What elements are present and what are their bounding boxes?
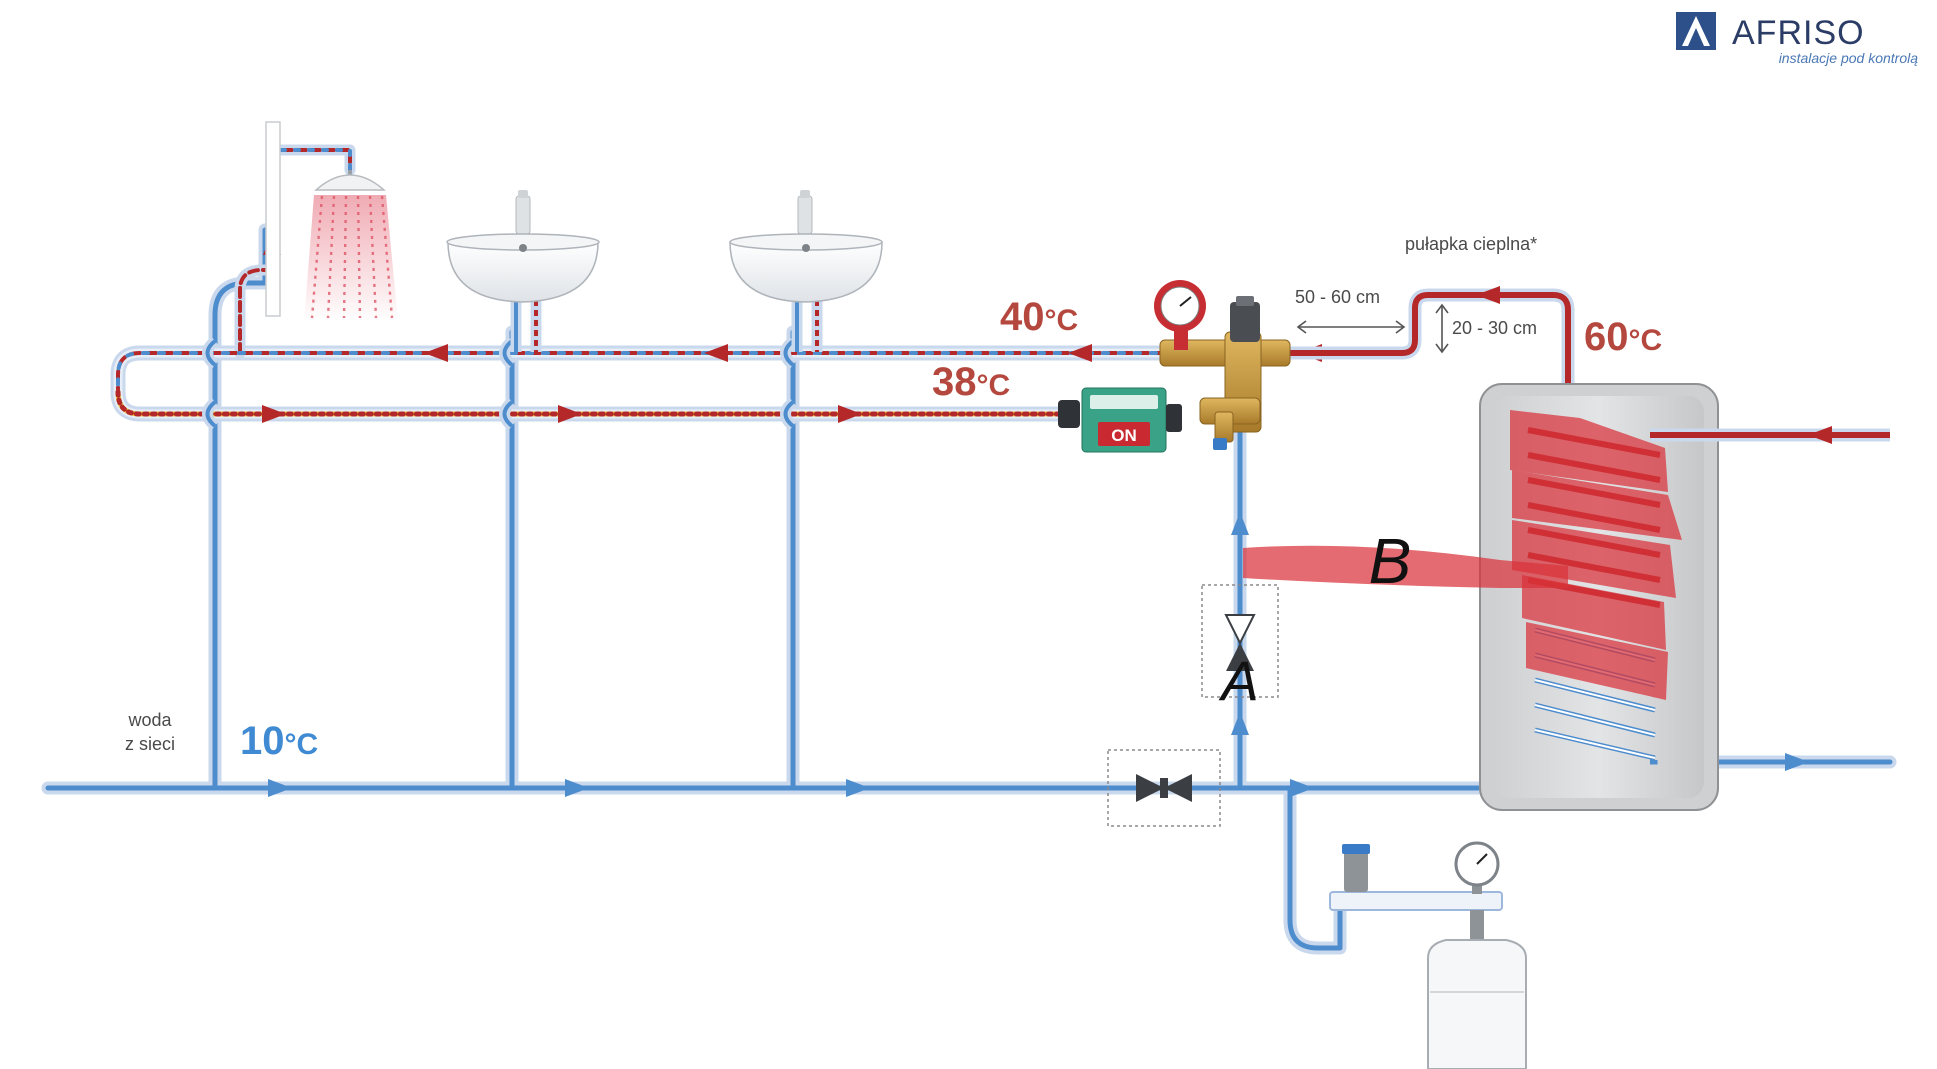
thermostatic-mixing-valve-icon — [1159, 296, 1291, 450]
mains-water-label-2: z sieci — [125, 734, 175, 754]
washbasin-icon — [446, 190, 600, 352]
pressure-gauge-icon — [1454, 841, 1500, 894]
flow-arrow — [846, 779, 870, 797]
flow-arrow — [565, 779, 589, 797]
temp-tank-outlet: 60°C — [1584, 315, 1662, 359]
safety-valve-icon — [1344, 848, 1368, 892]
flow-arrow — [558, 405, 582, 423]
hot-supply-pipe — [110, 144, 1236, 422]
shutoff-valve-icon — [1201, 584, 1279, 698]
flow-arrow — [1785, 753, 1809, 771]
brand-tagline: instalacje pod kontrolą — [1779, 50, 1919, 66]
flow-arrow — [1068, 344, 1092, 362]
flow-arrow — [1231, 712, 1249, 735]
highlight-marker-overlay — [1510, 410, 1682, 700]
annotation-b: B — [1369, 525, 1412, 597]
horizontal-distance-label: 50 - 60 cm — [1295, 287, 1380, 307]
annotation-a: A — [1218, 649, 1258, 712]
heat-trap-label: pułapka cieplna* — [1405, 234, 1537, 254]
flow-arrow — [704, 344, 728, 362]
shutoff-valve-icon — [1107, 749, 1221, 827]
annotation-b-marker — [1243, 545, 1568, 588]
flow-arrow — [424, 344, 448, 362]
washbasin-icon — [729, 190, 883, 352]
flow-arrow — [1231, 512, 1249, 535]
hot-water-cylinder-icon — [1479, 383, 1719, 811]
mains-water-label: woda — [127, 710, 172, 730]
thermometer-icon — [1154, 280, 1206, 350]
vertical-distance-label: 20 - 30 cm — [1452, 318, 1537, 338]
flow-arrow — [268, 779, 292, 797]
flow-arrow — [1290, 779, 1314, 797]
heat-trap-pipe — [1221, 288, 1575, 395]
flow-arrow — [1808, 426, 1832, 444]
temp-cold-mains: 10°C — [240, 719, 318, 763]
heating-inlet-pipe — [1650, 426, 1890, 444]
dimension-markers — [1296, 303, 1449, 354]
brand-logo: AFRISO instalacje pod kontrolą — [1676, 12, 1918, 66]
circulation-pump-icon: ON — [1058, 387, 1182, 453]
expansion-vessel-icon — [1427, 939, 1527, 1069]
flow-arrow — [262, 405, 286, 423]
temp-hot-supply: 40°C — [1000, 295, 1078, 339]
temp-circulation-return: 38°C — [932, 360, 1010, 404]
pump-on-label: ON — [1111, 426, 1137, 445]
brand-name: AFRISO — [1732, 14, 1865, 52]
flow-arrow — [1476, 286, 1500, 304]
expansion-group — [1329, 841, 1527, 1069]
flow-arrow — [838, 405, 862, 423]
shower-head-icon — [265, 121, 398, 322]
logo-a-glyph — [1682, 16, 1710, 46]
